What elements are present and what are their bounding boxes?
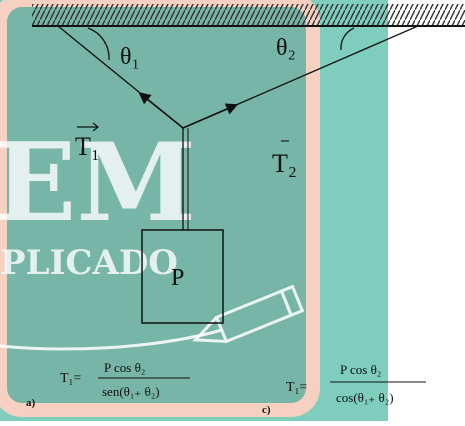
vector-mark-left-head (92, 122, 99, 132)
answer-numerator: P cos θ₂ (104, 360, 145, 375)
watermark-text: EM PLICADO (0, 120, 196, 283)
watermark-board (0, 0, 388, 421)
watermark-line1: EM (0, 120, 196, 246)
answer-lhs: T₁= (60, 371, 81, 386)
angle-arc-left (87, 27, 110, 61)
answer-option-c: c) T₁= P cos θ₂ cos(θ₁₊ θ₂) (262, 362, 426, 416)
block (141, 229, 224, 324)
answer-option-a: a) T₁= P cos θ₂ sen(θ₁₊ θ₂) (26, 360, 190, 409)
tension-arrow-left (138, 92, 184, 129)
answer-letter: a) (26, 397, 36, 409)
tension-label-left: T₁ (75, 132, 100, 161)
tension-arrow-right (182, 103, 239, 129)
block-label: P (171, 265, 184, 291)
angle-arc-right (340, 27, 355, 51)
angle-label-left: θ₁ (120, 44, 140, 70)
answer-letter: c) (262, 404, 271, 416)
answer-numerator: P cos θ₂ (340, 362, 381, 377)
answer-denominator: cos(θ₁₊ θ₂) (336, 390, 394, 405)
angle-label-right: θ₂ (276, 35, 296, 61)
tension-label-right: T₂ (272, 149, 297, 178)
watermark-line2: PLICADO (0, 243, 178, 283)
answer-denominator: sen(θ₁₊ θ₂) (102, 384, 160, 399)
answer-lhs: T₁= (286, 380, 307, 395)
ceiling (32, 4, 465, 27)
watermark-swoosh (0, 328, 223, 351)
